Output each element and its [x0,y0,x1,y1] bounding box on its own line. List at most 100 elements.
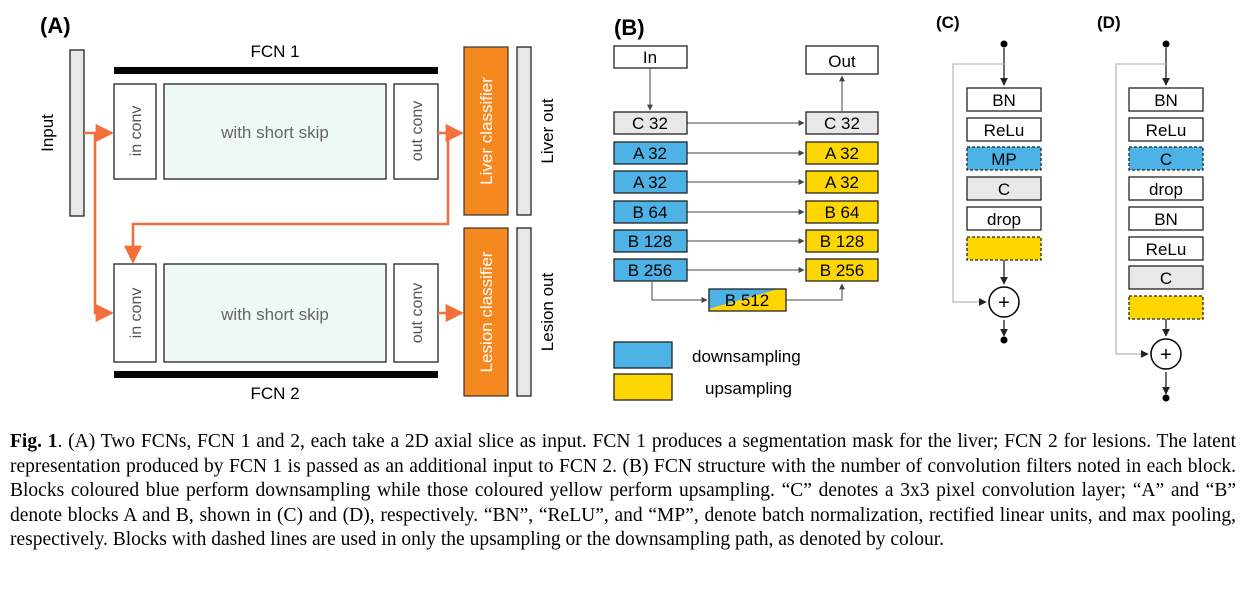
up-block-4-label: B 64 [825,203,860,222]
up-block-5-label: B 128 [820,232,864,251]
d-layer-5-label: BN [1154,210,1178,229]
liver-out-bar [516,46,532,216]
input-label: Input [38,114,57,152]
c-layer-5 [966,206,1042,231]
d-sum-node [1150,338,1182,370]
fcn2-label: FCN 2 [250,384,299,403]
panel-a-label: (A) [40,13,71,38]
legend-down-swatch [613,341,673,369]
panel-a-connectors [84,123,464,323]
fcn2-out-conv [393,263,439,363]
panel-c-label: (C) [936,13,960,32]
fcn2-in-conv-label: in conv [128,288,145,339]
d-layer-4-label: drop [1149,180,1183,199]
down-block-1 [613,111,688,135]
caption-label: Fig. 1 [10,431,58,452]
panel-d-label: (D) [1097,13,1121,32]
panel-d-lines [1115,48,1170,395]
d-layer-5 [1128,206,1204,231]
fcn1-in-conv-label: in conv [128,106,145,157]
fcn1-top-bar [114,67,438,74]
lesion-out-bar [516,227,532,397]
out-label: Out [828,52,856,71]
c-sum-label: + [998,292,1010,314]
c-layer-4 [966,176,1042,201]
panel-c: (C) BN ReLu MP C drop + [936,13,1042,344]
d-output-dot [1162,394,1170,402]
fcn1-out-conv-label: out conv [409,101,426,161]
d-layer-4 [1128,176,1204,201]
fcn1-label: FCN 1 [250,42,299,61]
d-layer-1-label: BN [1154,91,1178,110]
input-bar [69,49,85,217]
fcn2-out-conv-label: out conv [409,283,426,343]
lesion-out-label: Lesion out [538,272,557,351]
panel-d: (D) BN ReLu C drop BN ReLu C + [1097,13,1204,402]
fcn2-in-conv [113,263,157,363]
up-block-6 [805,258,879,282]
panel-b-label: (B) [614,15,645,40]
down-block-4-label: B 64 [633,203,668,222]
down-block-3 [613,170,688,194]
up-block-2-label: A 32 [825,144,859,163]
fcn1-in-conv [113,83,157,180]
lesion-classifier-box [463,227,509,397]
liver-classifier-label: Liver classifier [477,77,496,185]
down-block-2-label: A 32 [633,144,667,163]
d-layer-upsample [1128,295,1204,320]
c-input-dot [1000,40,1008,48]
up-block-3 [805,170,879,194]
down-block-2 [613,141,688,165]
d-layer-3-label: C [1160,150,1172,169]
c-layer-5-label: drop [987,210,1021,229]
figure-diagram: (A) Input FCN 1 in conv with short skip … [38,13,1204,403]
out-box [805,45,879,75]
down-block-6-label: B 256 [628,261,672,280]
up-block-3-label: A 32 [825,173,859,192]
in-label: In [643,48,657,67]
panel-c-lines [952,48,1008,337]
fcn2-body [163,263,387,363]
d-input-dot [1162,40,1170,48]
fcn2-body-label: with short skip [220,305,329,324]
c-layer-1 [966,87,1042,112]
up-block-1-label: C 32 [824,114,860,133]
c-layer-2-label: ReLu [984,121,1025,140]
d-sum-label: + [1160,344,1172,366]
panel-b-arrows [647,68,845,303]
bottleneck-block [708,288,787,312]
up-block-2 [805,141,879,165]
caption-text: . (A) Two FCNs, FCN 1 and 2, each take a… [10,431,1236,551]
c-layer-3-label: MP [991,150,1017,169]
up-block-6-label: B 256 [820,261,864,280]
down-block-1-label: C 32 [632,114,668,133]
down-block-5-label: B 128 [628,232,672,251]
d-layer-1 [1128,87,1204,112]
panel-a: (A) Input FCN 1 in conv with short skip … [38,13,557,403]
c-output-dot [1000,336,1008,344]
d-layer-7-label: C [1160,269,1172,288]
d-layer-6 [1128,236,1204,261]
lesion-classifier-label: Lesion classifier [477,251,496,372]
c-layer-4-label: C [998,180,1010,199]
panel-b: (B) In Out C 32 A 32 A 32 B 64 B 128 B 2 [613,15,879,401]
d-layer-2-label: ReLu [1146,121,1187,140]
liver-out-label: Liver out [538,98,557,163]
fcn1-body [163,83,387,180]
d-layer-7 [1128,265,1204,290]
up-block-1 [805,111,879,135]
c-sum-node [988,286,1020,318]
fcn1-body-label: with short skip [220,123,329,142]
d-layer-3 [1128,146,1204,171]
fcn2-bottom-bar [114,371,438,378]
figure-caption: Fig. 1. (A) Two FCNs, FCN 1 and 2, each … [10,430,1236,553]
d-layer-6-label: ReLu [1146,240,1187,259]
fcn1-out-conv [393,83,439,180]
c-layer-2 [966,117,1042,142]
c-layer-1-label: BN [992,91,1016,110]
d-layer-2 [1128,117,1204,142]
down-block-3-label: A 32 [633,173,667,192]
down-block-4 [613,200,688,224]
up-block-4 [805,200,879,224]
legend-up-swatch [613,373,673,401]
